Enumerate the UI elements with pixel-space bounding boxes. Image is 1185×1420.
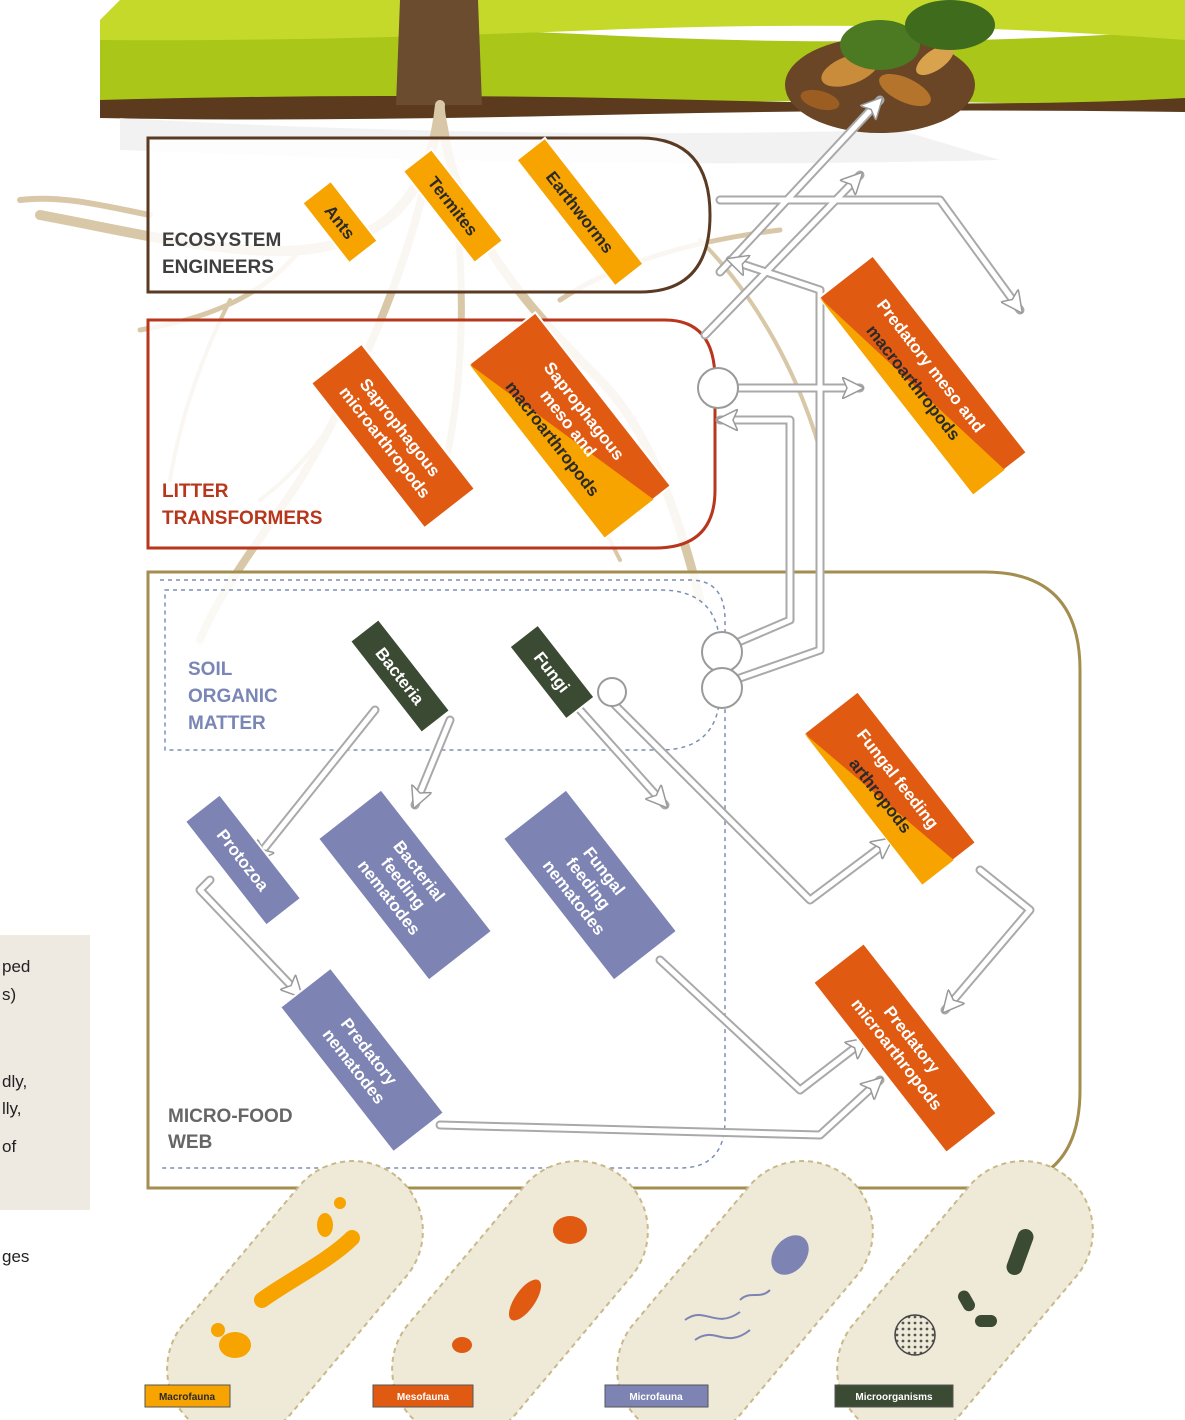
group-label-microfood: MICRO-FOOD WEB — [168, 1106, 298, 1153]
feeding-links — [195, 95, 1035, 1140]
springtail-icon — [508, 1279, 542, 1321]
svg-text:Macrofauna: Macrofauna — [159, 1392, 216, 1403]
side-text-panel: ped s) dly, lly, of ges — [0, 935, 90, 1266]
centipede-icon — [254, 1230, 360, 1308]
bacteria-icon — [958, 1228, 1034, 1327]
group-label-litter: LITTER TRANSFORMERS — [162, 481, 322, 529]
legend-microfauna: Microfauna — [604, 1160, 874, 1420]
side-text: ped s) dly, lly, of — [2, 957, 35, 1156]
protozoa-icon — [771, 1235, 809, 1275]
node-saprophagous-meso-macroarthropods: Saprophagous meso and macroarthropods — [467, 311, 673, 539]
legend-microorganisms: Microorganisms — [834, 1160, 1094, 1420]
svg-text:Mesofauna: Mesofauna — [397, 1392, 450, 1403]
svg-text:Microfauna: Microfauna — [629, 1392, 683, 1403]
node-fungal-feeding-nematodes: Fungal feeding nematodes — [501, 788, 679, 982]
legend-macrofauna: Macrofauna — [144, 1160, 424, 1420]
svg-text:Microorganisms: Microorganisms — [855, 1392, 933, 1403]
beetle-icon — [211, 1323, 251, 1358]
group-label-engineers: ECOSYSTEM ENGINEERS — [162, 230, 287, 278]
nematode-icon — [684, 1289, 771, 1341]
node-bacterial-feeding-nematodes: Bacterial feeding nematodes — [316, 788, 494, 982]
group-label-som: SOIL ORGANIC MATTER — [188, 659, 283, 734]
side-caption: ges — [2, 1247, 29, 1266]
node-predatory-meso-macroarthropods: Predatory meso and macroarthropods — [817, 254, 1029, 496]
mite-icon — [452, 1216, 587, 1353]
node-predatory-nematodes: Predatory nematodes — [278, 966, 446, 1154]
node-fungal-feeding-arthropods: Fungal feeding arthropods — [802, 690, 978, 886]
insect-icon — [317, 1197, 346, 1237]
size-class-legend: Macrofauna Mesofauna — [144, 1160, 1094, 1420]
fungal-spore-icon — [894, 1314, 936, 1356]
leaf-litter-icon — [785, 0, 995, 133]
